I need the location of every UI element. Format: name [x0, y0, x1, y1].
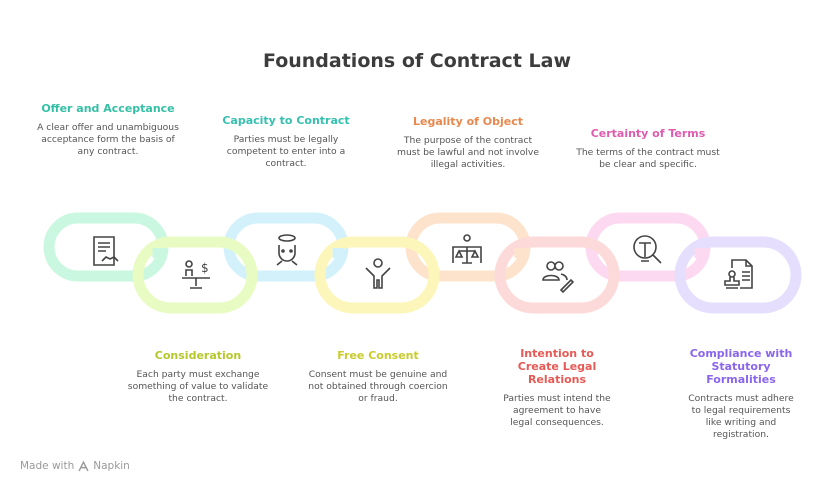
chain-link-intention: [494, 236, 620, 314]
card-description: The terms of the contract must be clear …: [576, 147, 720, 170]
card-description: Each party must exchange something of va…: [127, 369, 269, 404]
svg-text:$: $: [201, 261, 209, 275]
card-certainty: Certainty of Terms The terms of the cont…: [573, 127, 723, 171]
card-compliance: Compliance with Statutory Formalities Co…: [686, 347, 796, 441]
card-title: Intention to Create Legal Relations: [517, 347, 597, 386]
card-title: Compliance with Statutory Formalities: [689, 347, 793, 386]
napkin-brand: Napkin: [93, 460, 130, 472]
value-scale-icon: $: [182, 260, 210, 289]
chain-link-consent: [314, 236, 440, 314]
card-title: Free Consent: [337, 349, 419, 362]
stamp-document-icon: [724, 259, 753, 289]
judge-scales-icon: [452, 234, 482, 264]
people-pen-icon: [542, 261, 575, 294]
napkin-logo-icon: [78, 460, 89, 471]
magnify-text-icon: [633, 235, 662, 264]
card-intention: Intention to Create Legal Relations Part…: [502, 347, 612, 429]
card-consideration: Consideration Each party must exchange s…: [123, 349, 273, 405]
card-title: Offer and Acceptance: [41, 102, 175, 115]
contract-handshake-icon: [93, 236, 119, 266]
person-halo-icon: [276, 234, 298, 266]
person-arms-up-icon: [365, 258, 391, 289]
card-title: Legality of Object: [413, 115, 523, 128]
chain-link-consideration: [132, 236, 258, 314]
card-capacity: Capacity to Contract Parties must be leg…: [211, 114, 361, 170]
card-description: The purpose of the contract must be lawf…: [397, 135, 539, 170]
page-title: Foundations of Contract Law: [262, 50, 571, 72]
card-legality: Legality of Object The purpose of the co…: [393, 115, 543, 171]
card-description: A clear offer and unambiguous acceptance…: [37, 122, 179, 157]
card-description: Contracts must adhere to legal requireme…: [688, 393, 794, 440]
card-description: Parties must intend the agreement to hav…: [503, 393, 611, 428]
card-title: Certainty of Terms: [590, 127, 706, 140]
made-with-label: Made with: [20, 460, 75, 472]
card-title: Consideration: [154, 349, 242, 362]
card-free-consent: Free Consent Consent must be genuine and…: [303, 349, 453, 405]
chain-link-compliance: [674, 236, 802, 314]
card-title: Capacity to Contract: [222, 114, 350, 127]
card-offer-acceptance: Offer and Acceptance A clear offer and u…: [33, 102, 183, 158]
card-description: Consent must be genuine and not obtained…: [308, 369, 448, 404]
card-description: Parties must be legally competent to ent…: [226, 134, 346, 169]
made-with-napkin[interactable]: Made with Napkin: [20, 460, 130, 472]
